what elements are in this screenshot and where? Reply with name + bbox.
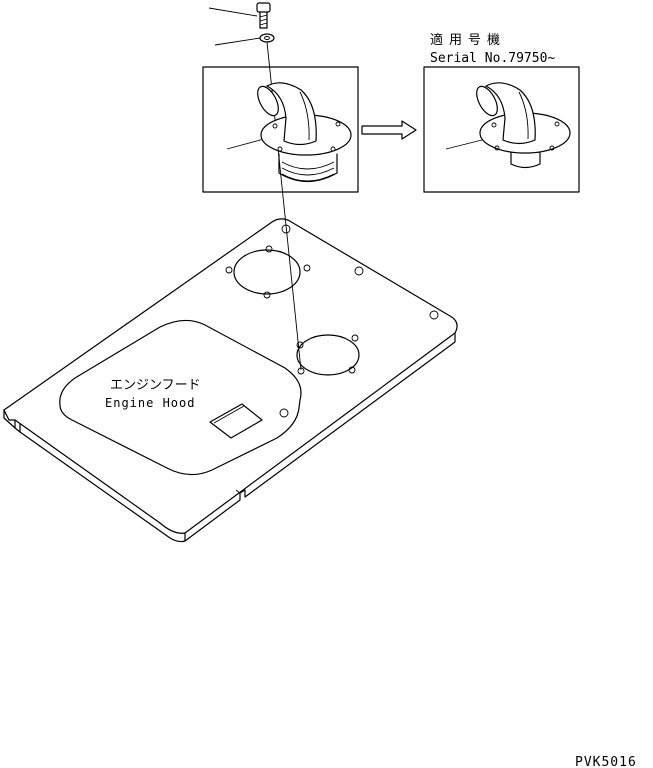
detail-box-new <box>423 66 580 193</box>
bolt-part <box>208 2 271 29</box>
engine-hood-jp-label: エンジンフード <box>110 378 201 393</box>
detail-box-current <box>202 66 359 193</box>
engine-hood-en-label: Engine Hood <box>105 396 195 410</box>
applicable-serial-jp-label: 適用号機 <box>430 32 506 48</box>
washer-part <box>214 33 275 46</box>
drawing-code: PVK5016 <box>575 755 637 768</box>
applicable-serial-en-label: Serial No.79750~ <box>430 51 555 66</box>
engine-hood-panel <box>3 218 458 543</box>
change-arrow <box>361 120 417 140</box>
